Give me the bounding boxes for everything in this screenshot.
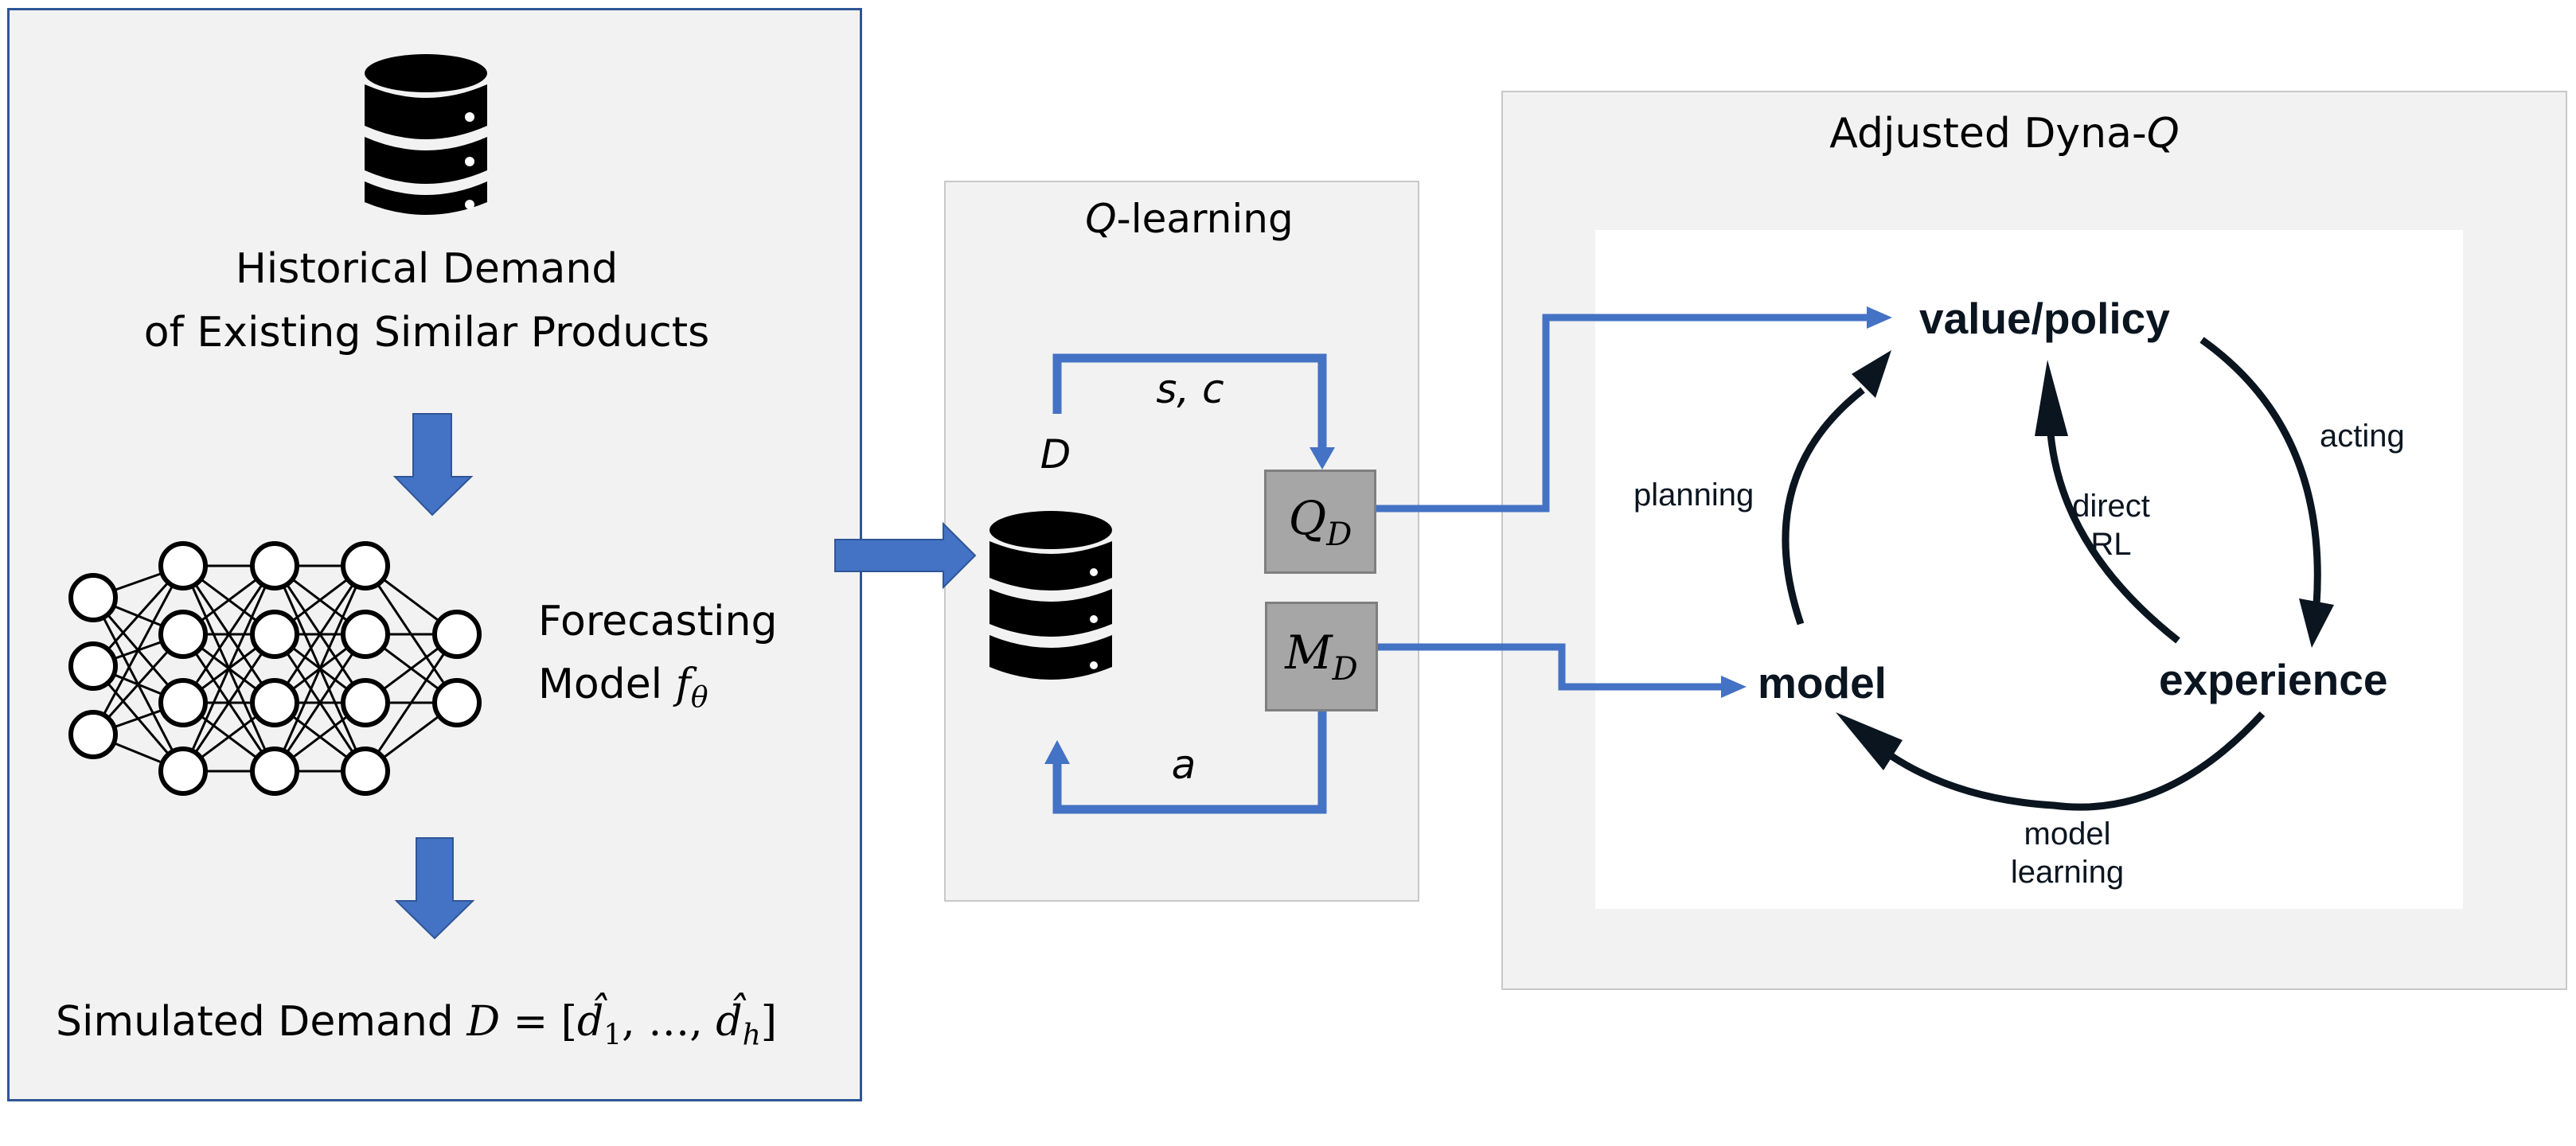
q-subscript: D [1326, 516, 1352, 553]
direct-rl-arc-arrow [2035, 360, 2180, 644]
model-learning-edge-label: model learning [2011, 815, 2124, 891]
q-learning-title: Q-learning [1085, 196, 1293, 242]
network-connection [273, 633, 367, 772]
acting-edge-label: acting [2320, 419, 2405, 454]
formula-d1-sub: 1 [603, 1019, 623, 1052]
formula-D: D [466, 998, 501, 1046]
network-node [250, 541, 299, 591]
formula-d1: d̂ [576, 998, 604, 1046]
network-connection [181, 565, 276, 704]
dyna-q-title-text: Adjusted Dyna- [1829, 110, 2147, 158]
network-node [68, 641, 118, 691]
database-icon [365, 54, 487, 215]
down-arrow-icon [394, 837, 475, 940]
dyna-q-title-q: Q [2146, 110, 2180, 158]
network-connection [181, 633, 276, 772]
action-label: a [1171, 742, 1196, 788]
forecasting-model-line1: Forecasting [538, 598, 778, 645]
forecasting-model-line2: Model [538, 661, 676, 708]
direct-rl-line1: direct [2072, 489, 2150, 524]
network-node [68, 710, 118, 759]
network-node [158, 541, 208, 591]
network-connection [92, 565, 185, 735]
network-node [341, 678, 390, 727]
formula-dh: d̂ [716, 998, 743, 1046]
direct-rl-line2: RL [2090, 527, 2132, 562]
action-flow-arrow [1044, 711, 1327, 814]
network-node [250, 678, 299, 727]
right-arrow-icon [834, 521, 977, 590]
down-arrow-icon [392, 413, 474, 516]
q-to-value-policy-connector [1376, 306, 1892, 513]
model-symbol-subscript: θ [690, 681, 708, 715]
network-connection [364, 633, 459, 772]
network-node [250, 746, 299, 796]
dyna-q-title: Adjusted Dyna-Q [1829, 110, 2179, 158]
state-cost-flow-arrow [1052, 353, 1335, 470]
network-node [341, 610, 390, 659]
model-box: MD [1265, 602, 1378, 711]
network-node [68, 573, 118, 622]
q-learning-title-q: Q [1085, 196, 1117, 242]
neural-network-icon [68, 541, 482, 796]
formula-equals: = [ [500, 998, 577, 1046]
planning-arc-arrow [1782, 350, 1891, 626]
network-node [341, 541, 390, 591]
simulated-demand-label: Simulated Demand D = [d̂1, …, d̂h] [56, 993, 777, 1064]
network-node [250, 610, 299, 659]
q-function-box: QD [1264, 470, 1376, 574]
planning-edge-label: planning [1633, 477, 1754, 513]
experience-node: experience [2159, 655, 2388, 704]
model-symbol: f [675, 661, 691, 708]
database-icon [989, 511, 1112, 680]
network-node [158, 678, 208, 727]
m-to-model-connector [1378, 643, 1747, 698]
historical-demand-line2: of Existing Similar Products [143, 309, 710, 357]
simulated-demand-text: Simulated Demand [56, 998, 467, 1046]
formula-close: ] [760, 998, 778, 1046]
database-label-D: D [1040, 431, 1071, 477]
network-node [432, 678, 482, 727]
historical-demand-line1: Historical Demand [235, 245, 619, 293]
model-learning-line1: model [2024, 817, 2111, 852]
m-symbol: M [1285, 626, 1333, 680]
model-learning-line2: learning [2010, 855, 2125, 890]
historical-demand-label: Historical Demand of Existing Similar Pr… [144, 237, 709, 364]
network-node [158, 746, 208, 796]
forecasting-model-label: Forecasting Model fθ [538, 591, 777, 729]
formula-ellipsis: , …, [622, 998, 716, 1046]
network-node [158, 610, 208, 659]
network-connection [181, 565, 276, 772]
network-node [432, 610, 482, 659]
network-connection [273, 565, 367, 704]
model-learning-arc-arrow [1836, 711, 2266, 811]
model-node: model [1758, 658, 1887, 707]
state-cost-label: s, c [1156, 366, 1224, 412]
direct-rl-edge-label: direct RL [2072, 487, 2150, 563]
m-subscript: D [1332, 651, 1358, 688]
acting-arc-arrow [2199, 337, 2334, 648]
network-connection [273, 565, 367, 772]
formula-dh-sub: h [742, 1019, 761, 1052]
q-symbol: Q [1288, 490, 1327, 545]
network-node [341, 746, 390, 796]
q-learning-title-rest: -learning [1116, 196, 1294, 242]
value-policy-node: value/policy [1919, 294, 2170, 343]
